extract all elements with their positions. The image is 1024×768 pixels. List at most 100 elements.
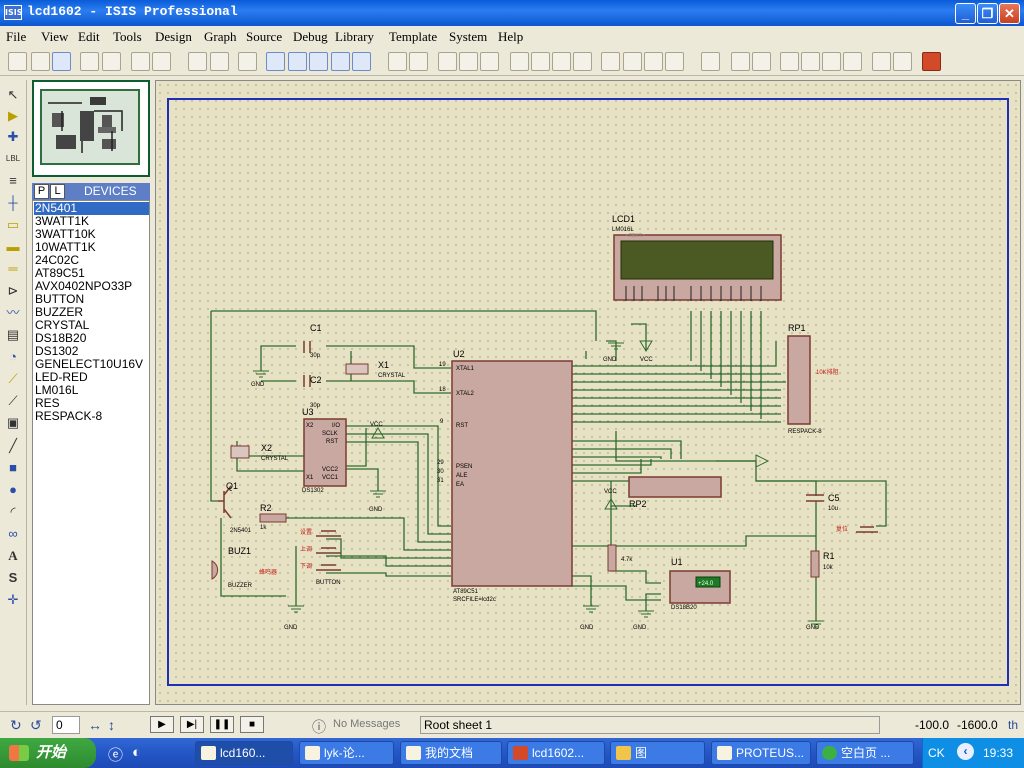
- block-move-icon[interactable]: [531, 52, 550, 71]
- task-blank-page[interactable]: 空白页 ...: [816, 741, 914, 765]
- task-proteus[interactable]: PROTEUS...: [711, 741, 811, 765]
- line-tool-icon[interactable]: ╱: [9, 438, 17, 453]
- device-item-led-red[interactable]: LED-RED: [35, 370, 88, 384]
- task-lcd1602-ares[interactable]: lcd1602...: [507, 741, 605, 765]
- menu-tools[interactable]: Tools: [113, 29, 142, 44]
- electrical-check-icon[interactable]: [893, 52, 912, 71]
- zoom-in-icon[interactable]: [288, 52, 307, 71]
- task-image-folder[interactable]: 图: [610, 741, 705, 765]
- capacitor-c5[interactable]: C5 10u: [806, 493, 840, 512]
- bill-of-materials-icon[interactable]: [843, 52, 862, 71]
- schematic-canvas[interactable]: LCD1 LM016L <TEXT> U2 AT89C51 SRCFILE=lc…: [155, 80, 1021, 705]
- power-terminals[interactable]: VCC VCC GND GND GND GND GND GND GND: [251, 340, 824, 631]
- packaging-icon[interactable]: [644, 52, 663, 71]
- tape-recorder-icon[interactable]: ▤: [6, 327, 20, 342]
- button-set[interactable]: 设置: [300, 528, 341, 537]
- virtual-instrument-icon[interactable]: ◔: [9, 349, 17, 364]
- print-icon[interactable]: [131, 52, 150, 71]
- menu-file[interactable]: File: [6, 29, 27, 44]
- sim-step-button[interactable]: ▶|: [180, 716, 204, 733]
- redo-icon[interactable]: [409, 52, 428, 71]
- device-pin-icon[interactable]: ═: [8, 261, 18, 276]
- mcu-u2[interactable]: U2 AT89C51 SRCFILE=lcd2c XTAL1 XTAL2 RST…: [437, 349, 573, 603]
- overview-window[interactable]: [32, 80, 150, 177]
- transistor-q1[interactable]: Q1 2N5401: [218, 481, 252, 534]
- buzzer-buz1[interactable]: BUZ1 BUZZER 蜂鸣器: [211, 546, 277, 589]
- refresh-icon[interactable]: [188, 52, 207, 71]
- open-file-icon[interactable]: [31, 52, 50, 71]
- rotate-clockwise-icon[interactable]: ↻: [10, 717, 22, 733]
- menu-graph[interactable]: Graph: [204, 29, 237, 44]
- junction-icon[interactable]: ✚: [7, 129, 19, 144]
- minimize-button[interactable]: _: [955, 3, 976, 24]
- save-icon[interactable]: [52, 52, 71, 71]
- mirror-vertical-icon[interactable]: ↕: [108, 717, 115, 733]
- device-item-ds18b20[interactable]: DS18B20: [35, 331, 87, 345]
- vcc-terminal-u3[interactable]: VCC: [370, 422, 385, 439]
- undo-icon[interactable]: [388, 52, 407, 71]
- origin-icon[interactable]: [238, 52, 257, 71]
- pick-devices-button[interactable]: P: [34, 184, 49, 199]
- menu-source[interactable]: Source: [246, 29, 283, 44]
- device-item-ds1302[interactable]: DS1302: [35, 344, 79, 358]
- button-down[interactable]: 下调 BUTTON: [300, 562, 341, 586]
- wire-autorouter-icon[interactable]: [701, 52, 720, 71]
- block-rotate-icon[interactable]: [552, 52, 571, 71]
- copy-icon[interactable]: [459, 52, 478, 71]
- cut-icon[interactable]: [438, 52, 457, 71]
- generator-icon[interactable]: ⊳: [7, 283, 19, 298]
- paste-icon[interactable]: [480, 52, 499, 71]
- terminal-icon[interactable]: ▬: [6, 239, 20, 254]
- sim-play-button[interactable]: ▶: [150, 716, 174, 733]
- resistor-r2[interactable]: R2 1k: [259, 503, 287, 531]
- netlist-icon[interactable]: [872, 52, 891, 71]
- arc-tool-icon[interactable]: ◜: [10, 504, 16, 519]
- symbol-tool-icon[interactable]: S: [8, 570, 18, 585]
- zoom-all-icon[interactable]: [331, 52, 350, 71]
- device-list[interactable]: 2N5401 3WATT1K 3WATT10K 10WATT1K 24C02C …: [32, 200, 150, 705]
- device-item-genelect10u16v[interactable]: GENELECT10U16V: [35, 357, 144, 371]
- menu-system[interactable]: System: [449, 29, 488, 44]
- text-script-icon[interactable]: ≡: [9, 173, 17, 188]
- subcircuit-icon[interactable]: ▭: [6, 217, 20, 232]
- language-indicator[interactable]: CK: [928, 746, 945, 760]
- new-file-icon[interactable]: [8, 52, 27, 71]
- circle-tool-icon[interactable]: ●: [9, 482, 17, 497]
- make-device-icon[interactable]: [623, 52, 642, 71]
- isis-app-icon[interactable]: ISIS: [4, 5, 22, 20]
- device-item-3watt1k[interactable]: 3WATT1K: [35, 214, 90, 228]
- pan-icon[interactable]: [266, 52, 285, 71]
- sim-pause-button[interactable]: ❚❚: [210, 716, 234, 733]
- block-delete-icon[interactable]: [573, 52, 592, 71]
- device-item-2n5401[interactable]: 2N5401: [34, 202, 149, 215]
- lcd-component[interactable]: LCD1 LM016L <TEXT>: [612, 214, 782, 301]
- menu-help[interactable]: Help: [498, 29, 524, 44]
- resistor-r1[interactable]: R1 10k: [810, 550, 835, 578]
- desktop-quicklaunch-icon[interactable]: ◐: [132, 744, 142, 761]
- device-item-res[interactable]: RES: [35, 396, 60, 410]
- block-copy-icon[interactable]: [510, 52, 529, 71]
- button-reset[interactable]: 复位: [836, 525, 878, 533]
- path-tool-icon[interactable]: ∞: [8, 526, 18, 541]
- current-probe-icon[interactable]: ⟋: [8, 393, 18, 408]
- crystal-x2[interactable]: X2 CRYSTAL: [230, 443, 289, 462]
- tray-expand-icon[interactable]: ‹: [957, 743, 974, 760]
- marker-tool-icon[interactable]: ✛: [7, 592, 19, 607]
- import-icon[interactable]: [80, 52, 99, 71]
- graph-icon[interactable]: 〰: [6, 305, 20, 320]
- device-item-buzzer[interactable]: BUZZER: [35, 305, 83, 319]
- print-area-icon[interactable]: [152, 52, 171, 71]
- export-icon[interactable]: [102, 52, 121, 71]
- resistor-pack-rp1[interactable]: RP1 RESPACK-8 10K排阻: [787, 323, 839, 435]
- box-tool-icon[interactable]: ■: [9, 460, 17, 475]
- new-sheet-icon[interactable]: [780, 52, 799, 71]
- start-button[interactable]: 开始: [0, 738, 96, 768]
- device-item-3watt10k[interactable]: 3WATT10K: [35, 227, 96, 241]
- capacitor-c2[interactable]: C2 30p: [303, 375, 322, 409]
- device-item-button[interactable]: BUTTON: [35, 292, 85, 306]
- remove-sheet-icon[interactable]: [801, 52, 820, 71]
- menu-debug[interactable]: Debug: [293, 29, 328, 44]
- device-item-24c02c[interactable]: 24C02C: [35, 253, 80, 267]
- crystal-x1[interactable]: X1 CRYSTAL: [345, 360, 406, 379]
- grid-icon[interactable]: [210, 52, 229, 71]
